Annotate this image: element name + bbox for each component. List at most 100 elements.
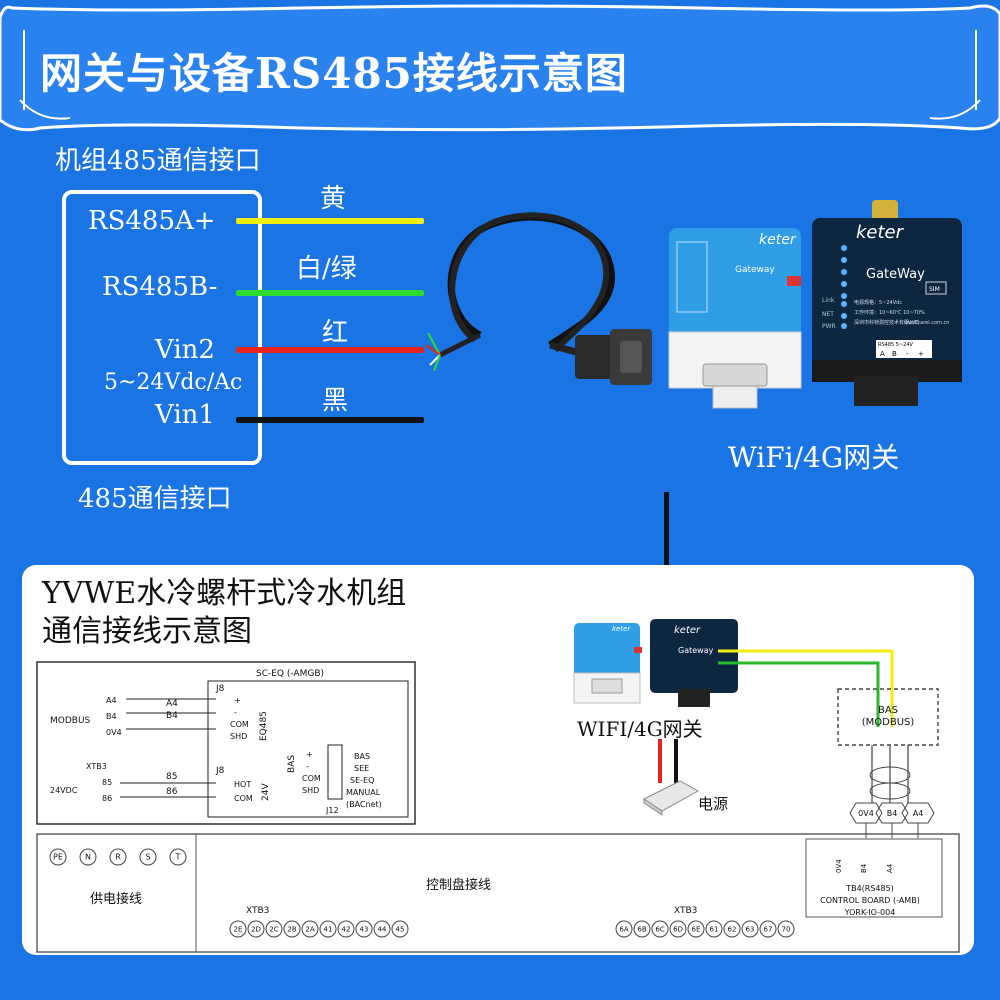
svg-text:SE-EQ: SE-EQ xyxy=(350,776,374,785)
power-terminal-circle xyxy=(109,848,127,866)
xtb3-right-terminal: 6A xyxy=(619,925,628,933)
xtb3-right-terminal-circle xyxy=(777,920,795,938)
xtb3-right-terminal-circle xyxy=(669,920,687,938)
svg-text:B4: B4 xyxy=(166,711,178,721)
xtb3-left-terminal-circle xyxy=(355,920,373,938)
device-brand-2: keter xyxy=(856,222,905,243)
xtb3-right-terminal-circle xyxy=(615,920,633,938)
lower-gateway-caption: WIFI/4G网关 xyxy=(577,717,703,741)
svg-text:A4: A4 xyxy=(106,696,117,705)
svg-text:电源规格：5~24Vdc: 电源规格：5~24Vdc xyxy=(854,299,902,306)
svg-text:keter: keter xyxy=(612,625,631,633)
svg-text:Gateway: Gateway xyxy=(678,646,714,655)
xtb3-left-terminal-circle xyxy=(337,920,355,938)
gateway-device-blue: keter Gateway xyxy=(668,228,802,409)
svg-text:MANUAL: MANUAL xyxy=(346,788,381,797)
svg-text:-: - xyxy=(306,762,309,771)
svg-text:XTB3: XTB3 xyxy=(86,762,107,771)
xtb3-left-terminal-circle xyxy=(301,920,319,938)
xtb3-left-terminal-circle xyxy=(265,920,283,938)
power-terminal: S xyxy=(145,853,150,862)
xtb3-left-terminal-circle xyxy=(373,920,391,938)
xtb3-left-terminal-circle xyxy=(391,920,409,938)
svg-text:COM: COM xyxy=(234,794,253,803)
xtb3-left-terminal: 43 xyxy=(360,925,369,933)
svg-text:TB4(RS485): TB4(RS485) xyxy=(845,884,894,893)
svg-text:+: + xyxy=(306,750,313,759)
power-terminal-circle xyxy=(169,848,187,866)
pin-voltage: 5~24Vdc/Ac xyxy=(104,370,243,395)
xtb3-right-terminal: 61 xyxy=(710,925,719,933)
svg-text:XTB3: XTB3 xyxy=(246,906,269,916)
svg-text:SHD: SHD xyxy=(302,786,319,795)
xtb3-left-terminal-circle xyxy=(229,920,247,938)
svg-text:Link: Link xyxy=(822,297,835,304)
svg-text:BAS: BAS xyxy=(354,752,370,761)
xtb3-right-terminal: 62 xyxy=(728,925,737,933)
pin-vin1: Vin1 xyxy=(155,400,215,430)
xtb3-left-terminal: 2A xyxy=(305,925,314,933)
svg-text:RS485 5~24V: RS485 5~24V xyxy=(878,342,914,348)
xtb3-right-terminal-circle xyxy=(741,920,759,938)
yellow-wire xyxy=(236,218,424,224)
svg-text:(MODBUS): (MODBUS) xyxy=(862,717,915,728)
pin-rs485b: RS485B- xyxy=(102,272,218,302)
svg-text:EQ485: EQ485 xyxy=(259,711,269,741)
gateway-device-dark: keter GateWay Link NET PWR 电源规格：5~24Vdc … xyxy=(812,200,962,406)
xtb3-right-terminal: 6E xyxy=(692,925,701,933)
device-model-2: GateWay xyxy=(866,267,925,282)
xtb3-right-terminal: 6B xyxy=(637,925,646,933)
xtb3-left-terminal: 2B xyxy=(287,925,296,933)
xtb3-left-terminal: 2C xyxy=(269,925,278,933)
svg-text:PWR: PWR xyxy=(822,323,836,330)
svg-text:24V: 24V xyxy=(261,783,271,801)
small-gateways: keter keter Gateway xyxy=(573,619,738,707)
svg-text:24VDC: 24VDC xyxy=(50,786,78,795)
svg-text:SIM: SIM xyxy=(929,286,940,293)
power-terminal: T xyxy=(175,853,181,862)
xtb3-left-terminal: 44 xyxy=(378,925,387,933)
power-terminal-circle xyxy=(49,848,67,866)
lower-panel: YVWE水冷螺杆式冷水机组 通信接线示意图 keter keter Gatewa… xyxy=(22,565,974,955)
svg-text:B: B xyxy=(892,350,897,358)
xtb3-left-terminal-circle xyxy=(319,920,337,938)
svg-text:J8: J8 xyxy=(215,684,225,694)
xtb3-left-terminal-circle xyxy=(283,920,301,938)
device-model-1: Gateway xyxy=(735,265,775,275)
device-brand-1: keter xyxy=(759,232,797,248)
power-black-wire xyxy=(674,739,678,783)
power-supply-image xyxy=(643,780,700,816)
interface-box xyxy=(62,190,262,465)
svg-text:BAS: BAS xyxy=(287,755,297,773)
xtb3-right-terminal: 67 xyxy=(764,925,773,933)
power-terminal: PE xyxy=(53,853,63,862)
svg-text:MODBUS: MODBUS xyxy=(50,716,91,726)
svg-text:-: - xyxy=(234,708,237,717)
svg-text:85: 85 xyxy=(166,772,177,782)
svg-text:深圳市科特測控技术有限公司: 深圳市科特測控技术有限公司 xyxy=(854,319,919,326)
xtb3-right-terminal: 70 xyxy=(782,925,791,933)
xtb3-right-terminal: 63 xyxy=(746,925,755,933)
svg-text:A4: A4 xyxy=(166,699,178,709)
xtb3-left-terminal: 2D xyxy=(251,925,261,933)
xtb3-left-terminal: 42 xyxy=(342,925,351,933)
svg-text:供电接线: 供电接线 xyxy=(90,891,142,907)
page-title: 网关与设备RS485接线示意图 xyxy=(40,49,628,98)
lower-title-line1: YVWE水冷螺杆式冷水机组 xyxy=(42,576,407,611)
green-wire xyxy=(236,290,424,296)
svg-text:YORK-IO-004: YORK-IO-004 xyxy=(844,908,896,917)
wire-label-black: 黑 xyxy=(322,386,349,416)
svg-text:控制盘接线: 控制盘接线 xyxy=(426,877,491,893)
svg-text:86: 86 xyxy=(166,787,178,797)
power-red-wire xyxy=(658,739,662,783)
bottom-interface-label: 485通信接口 xyxy=(78,484,232,514)
xtb3-left-terminal-circle xyxy=(247,920,265,938)
wire-label-yellow: 黄 xyxy=(320,184,347,214)
power-terminal-circle xyxy=(139,848,157,866)
svg-text:BAS: BAS xyxy=(878,705,898,716)
svg-text:XTB3: XTB3 xyxy=(674,906,697,916)
bas-box: BAS (MODBUS) 0V4 B4 A4 xyxy=(837,688,939,838)
power-terminal-circle xyxy=(79,848,97,866)
